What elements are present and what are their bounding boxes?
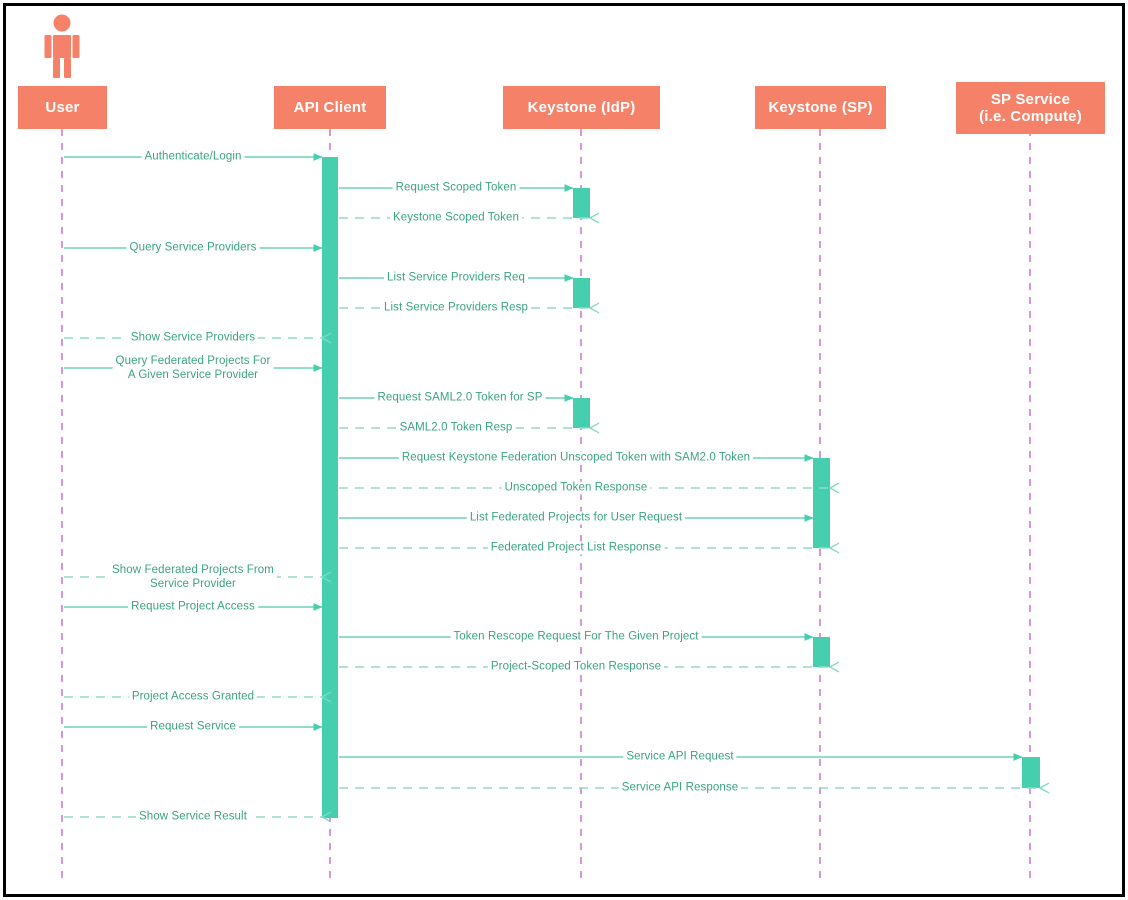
actor-label-sp_service: SP Service (i.e. Compute) [979, 91, 1082, 125]
message-label-10: SAML2.0 Token Resp [396, 421, 516, 435]
message-label-18: Project-Scoped Token Response [487, 660, 665, 674]
message-label-8: Query Federated Projects For A Given Ser… [112, 354, 274, 382]
message-label-9: Request SAML2.0 Token for SP [374, 391, 546, 405]
message-label-4: Query Service Providers [126, 241, 260, 255]
message-label-3: Keystone Scoped Token [390, 211, 522, 225]
activation-bar-act-svc-1 [1022, 757, 1040, 788]
message-label-1: Authenticate/Login [141, 150, 245, 164]
message-label-14: Federated Project List Response [487, 541, 665, 555]
message-label-12: Unscoped Token Response [501, 481, 651, 495]
message-label-20: Request Service [147, 720, 239, 734]
message-label-22: Service API Response [618, 781, 742, 795]
message-label-23: Show Service Result [136, 810, 250, 824]
actor-box-keystone_sp[interactable]: Keystone (SP) [755, 86, 886, 129]
activation-bar-act-sp-2 [813, 637, 830, 667]
message-label-19: Project Access Granted [128, 690, 258, 704]
message-label-11: Request Keystone Federation Unscoped Tok… [398, 451, 754, 465]
actor-box-api_client[interactable]: API Client [274, 86, 386, 129]
activation-bar-act-api-client [322, 157, 338, 818]
actor-box-keystone_idp[interactable]: Keystone (IdP) [503, 86, 660, 129]
actor-box-sp_service[interactable]: SP Service (i.e. Compute) [956, 82, 1105, 134]
activation-bar-act-sp-1 [813, 458, 830, 548]
actor-label-keystone_sp: Keystone (SP) [768, 99, 873, 116]
actor-label-user: User [45, 99, 80, 116]
activation-bar-act-idp-3 [573, 398, 590, 428]
activation-bar-act-idp-2 [573, 278, 590, 308]
message-label-6: List Service Providers Resp [381, 301, 531, 315]
activation-bar-act-idp-1 [573, 188, 590, 218]
message-label-5: List Service Providers Req [383, 271, 529, 285]
actor-box-user[interactable]: User [18, 86, 107, 129]
user-actor-icon [42, 14, 82, 78]
message-label-13: List Federated Projects for User Request [466, 511, 686, 525]
message-label-17: Token Rescope Request For The Given Proj… [450, 630, 702, 644]
message-label-16: Request Project Access [128, 600, 258, 614]
message-label-21: Service API Request [623, 750, 737, 764]
message-label-2: Request Scoped Token [392, 181, 520, 195]
message-label-15: Show Federated Projects From Service Pro… [109, 563, 277, 591]
actor-label-keystone_idp: Keystone (IdP) [527, 99, 636, 116]
message-label-7: Show Service Providers [127, 331, 259, 345]
actor-label-api_client: API Client [293, 99, 367, 116]
activations-layer [322, 157, 1040, 818]
